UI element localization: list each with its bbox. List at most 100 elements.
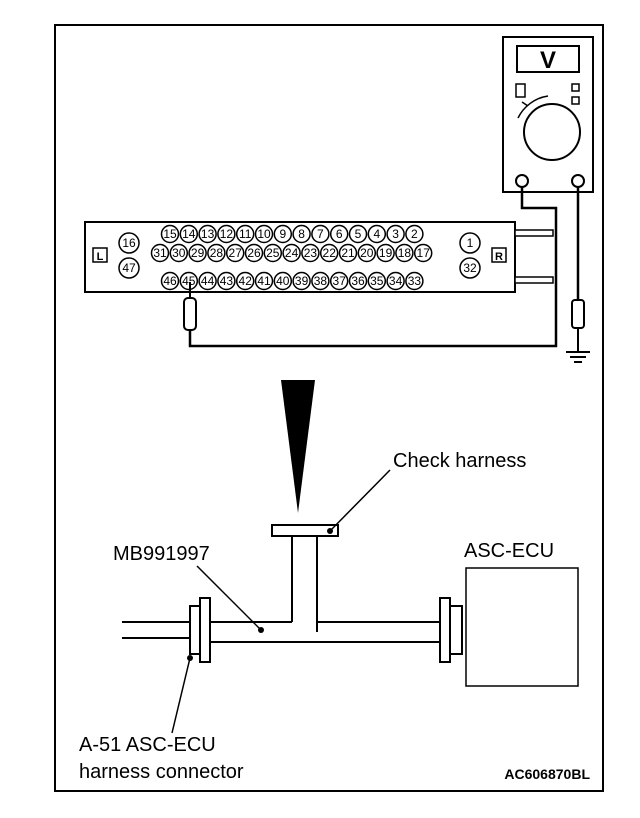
figure-code: AC606870BL [504, 766, 590, 782]
connector-pin-9-circle [273, 224, 293, 244]
connector-pin-3: 3 [392, 227, 399, 241]
connector-left-marker: L [97, 251, 104, 263]
connector-pin-26-circle [244, 243, 264, 263]
harness-connector-label-line2: harness connector [79, 761, 244, 783]
connector-pin-22-circle [319, 243, 339, 263]
harness-connector-label-line1: A-51 ASC-ECU [79, 734, 216, 756]
connector-pin-35: 35 [370, 274, 384, 288]
connector-pin-44: 44 [201, 274, 215, 288]
connector-pin-40: 40 [276, 274, 290, 288]
connector-pin-35-circle [367, 271, 387, 291]
connector-pin-23: 23 [304, 246, 318, 260]
connector-pin-34-circle [386, 271, 405, 291]
connector-pin-1-circle [459, 232, 481, 254]
connector-pin-16: 16 [122, 236, 136, 250]
connector-pin-43: 43 [220, 274, 234, 288]
connector-pin-42-circle [235, 271, 255, 291]
connector-pin-24-circle [282, 243, 301, 263]
voltmeter: V [502, 36, 594, 193]
connector-pin-1: 1 [467, 236, 474, 250]
connector-pin-28-circle [207, 243, 226, 263]
voltmeter-terminal-positive [571, 174, 585, 188]
connector-pin-29: 29 [191, 246, 205, 260]
voltmeter-terminal-negative [515, 174, 529, 188]
voltmeter-mode-indicator-left [515, 83, 526, 98]
connector-pin-46: 46 [163, 274, 177, 288]
down-arrow-icon [281, 380, 315, 513]
connector-tab-top [514, 229, 554, 237]
connector-pin-31: 31 [153, 246, 167, 260]
connector-pin-25-circle [263, 243, 283, 263]
tool-number-leader [196, 565, 262, 631]
connector-pin-27-circle [225, 243, 245, 263]
connector-pin-6-circle [329, 224, 349, 244]
connector-right-marker: R [495, 251, 503, 263]
connector-pin-38: 38 [314, 274, 328, 288]
connector-pin-34: 34 [389, 274, 403, 288]
connector-pin-10-circle [254, 224, 274, 244]
tool-number-label: MB991997 [113, 543, 210, 565]
connector-pin-11: 11 [239, 227, 252, 241]
connector-pin-27: 27 [229, 246, 243, 260]
connector-pin-5-circle [348, 224, 368, 244]
connector-pin-14-circle [179, 224, 199, 244]
ground-probe [571, 299, 585, 329]
connector-pin-9: 9 [279, 227, 286, 241]
connector-pin-8: 8 [298, 227, 305, 241]
asc-ecu-box [465, 567, 579, 687]
connector-pin-3-circle [386, 224, 405, 244]
connector-pin-33-circle [405, 271, 424, 291]
figure-frame [54, 24, 604, 792]
connector-pin-41: 41 [257, 274, 271, 288]
connector-pin-39-circle [292, 271, 311, 291]
voltmeter-dial-arc [517, 95, 549, 119]
connector-pin-12-circle [217, 224, 236, 244]
connector-pin-4-circle [367, 224, 387, 244]
connector-pin-4: 4 [373, 227, 380, 241]
connector-pin-17-circle [413, 243, 433, 263]
connector-pin-31-circle [150, 243, 170, 263]
asc-ecu-label: ASC-ECU [464, 540, 554, 562]
connector-pin-6: 6 [336, 227, 343, 241]
connector-pin-7: 7 [317, 227, 324, 241]
connector-pin-26: 26 [247, 246, 261, 260]
connector-pin-5: 5 [355, 227, 362, 241]
connector-pin-7-circle [311, 224, 330, 244]
check-harness-leader [329, 469, 391, 532]
harness-connector-flange-inner [199, 597, 211, 663]
backprobe-pin [183, 297, 197, 331]
connector-pin-20-circle [357, 243, 377, 263]
connector-pin-36-circle [348, 271, 368, 291]
connector-pin-24: 24 [285, 246, 299, 260]
connector-pin-11-circle [235, 224, 255, 244]
connector-pin-18-circle [395, 243, 414, 263]
connector-pin-33: 33 [408, 274, 422, 288]
connector-pin-15-circle [160, 224, 180, 244]
voltmeter-symbol: V [540, 47, 556, 74]
connector-pin-47-circle [118, 257, 140, 279]
connector-pin-2: 2 [411, 227, 418, 241]
connector-pin-30: 30 [172, 246, 186, 260]
connector-pin-45: 45 [182, 274, 196, 288]
connector-pin-17: 17 [417, 246, 431, 260]
connector-pin-22: 22 [323, 246, 337, 260]
connector-pin-19: 19 [379, 246, 393, 260]
connector-pin-23-circle [301, 243, 320, 263]
connector-pin-43-circle [217, 271, 236, 291]
connector-pin-28: 28 [210, 246, 224, 260]
connector-pin-30-circle [169, 243, 189, 263]
check-harness-label: Check harness [393, 450, 526, 472]
connector-pin-8-circle [292, 224, 311, 244]
connector-pin-37: 37 [333, 274, 347, 288]
negative-test-lead [188, 187, 558, 348]
connector-pin-12: 12 [220, 227, 234, 241]
connector-pin-21: 21 [341, 246, 355, 260]
connector-pin-15: 15 [163, 227, 177, 241]
connector-pin-40-circle [273, 271, 293, 291]
voltmeter-mode-indicator-right-top [571, 83, 580, 92]
connector-pin-32: 32 [463, 261, 477, 275]
connector-pin-25: 25 [266, 246, 280, 260]
connector-pin-19-circle [376, 243, 395, 263]
